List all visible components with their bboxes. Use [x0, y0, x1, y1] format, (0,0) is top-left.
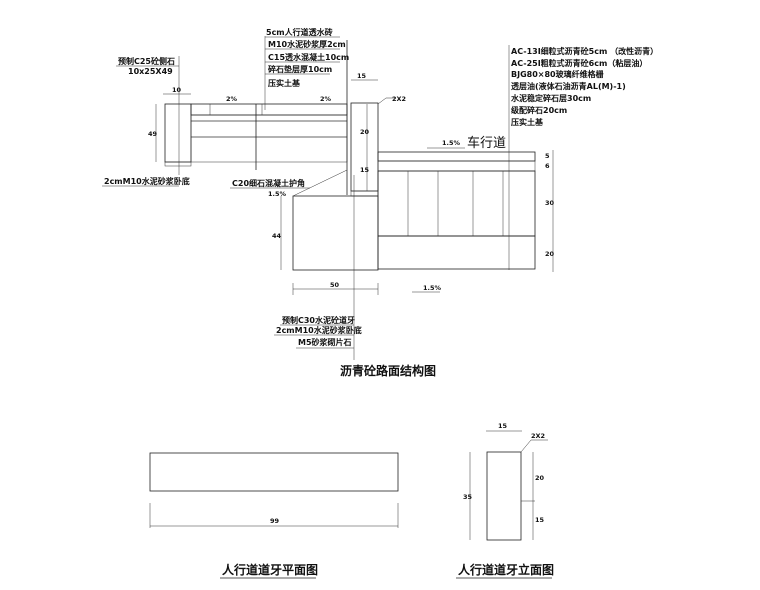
sidewalk-slope-1: 2%	[226, 95, 238, 103]
road-layer-1: AC-13I细粒式沥青砼5cm （改性沥青）	[511, 46, 658, 56]
road-slope-bottom: 1.5%	[423, 284, 442, 292]
protect-corner-label: C20细石混凝土护角	[232, 178, 305, 188]
elev-upper-dim: 20	[535, 474, 545, 482]
elev-height-dim: 35	[463, 493, 473, 501]
road-layer-labels: AC-13I细粒式沥青砼5cm （改性沥青） AC-25I粗粒式沥青砼6cm（粘…	[508, 45, 658, 270]
sidewalk-layer-labels: 5cm人行道透水砖 M10水泥砂浆厚2cm C15透水混凝土10cm 碎石垫层厚…	[264, 27, 349, 110]
protection-block: C20细石混凝土护角 1.5% 44 50	[230, 169, 379, 295]
road-structure: 车行道 1.5% 1.5% 5 6 30 20	[377, 135, 555, 293]
elev-width-dim: 15	[498, 422, 508, 430]
curb-base-layer-3: M5砂浆砌片石	[298, 337, 352, 347]
road-label: 车行道	[467, 135, 506, 151]
base-width-dim: 50	[330, 281, 340, 289]
left-curb-bed-label: 2cmM10水泥砂浆卧底	[104, 176, 190, 186]
road-layer-5: 水泥稳定碎石层30cm	[510, 93, 591, 103]
road-slope-top: 1.5%	[442, 139, 461, 147]
curb-elevation-view: 15 2X2 35 20 15 人行道道牙立面图	[456, 422, 554, 579]
curb-dim-lower: 15	[360, 166, 370, 174]
left-curb-label: 预制C25砼侧石	[118, 56, 175, 66]
road-dim-2: 6	[545, 162, 550, 170]
sidewalk-layer-5: 压实土基	[268, 78, 301, 88]
sidewalk-slope-2: 2%	[320, 95, 332, 103]
curb-base-layer-2: 2cmM10水泥砂浆卧底	[276, 325, 362, 335]
curb-plan-view: 99 人行道道牙平面图	[149, 452, 399, 579]
road-layer-6: 级配碎石20cm	[510, 105, 567, 115]
road-layer-4: 透层油(液体石油沥青AL(M)-1)	[511, 81, 626, 91]
sidewalk-layer-2: M10水泥砂浆厚2cm	[268, 39, 346, 49]
left-curb-size: 10x25X49	[128, 67, 173, 76]
plan-length-dim: 99	[270, 517, 280, 525]
curb-chamfer: 2X2	[392, 95, 406, 103]
left-curb-height-dim: 49	[148, 130, 158, 138]
road-layer-2: AC-25I粗粒式沥青砼6cm（粘层油）	[511, 58, 647, 68]
road-curb: 15 2X2 20 15	[350, 72, 406, 360]
sidewalk-layer-1: 5cm人行道透水砖	[266, 27, 333, 37]
curb-top-dim: 15	[357, 72, 367, 80]
left-curb: 10 49 预制C25砼侧石 10x25X49 2cmM10水泥砂浆卧底	[102, 56, 192, 187]
curb-dim-upper: 20	[360, 128, 370, 136]
elev-lower-dim: 15	[535, 516, 545, 524]
road-dim-1: 5	[545, 152, 550, 160]
curb-base-labels: 预制C30水泥砼道牙 2cmM10水泥砂浆卧底 M5砂浆砌片石	[274, 315, 362, 349]
elev-chamfer: 2X2	[531, 432, 545, 440]
section-title: 沥青砼路面结构图	[340, 363, 436, 378]
protect-height: 44	[272, 232, 282, 240]
road-layer-7: 压实土基	[511, 117, 544, 127]
elevation-title: 人行道道牙立面图	[458, 562, 554, 577]
left-curb-width-dim: 10	[172, 86, 182, 94]
road-layer-3: BJG80×80玻璃纤维格栅	[511, 69, 604, 79]
sidewalk-layer-4: 碎石垫层厚10cm	[268, 64, 332, 74]
plan-title: 人行道道牙平面图	[222, 562, 318, 577]
sidewalk-structure: 2% 2%	[190, 40, 348, 195]
sidewalk-layer-3: C15透水混凝土10cm	[268, 52, 349, 62]
curb-base-layer-1: 预制C30水泥砼道牙	[282, 315, 355, 325]
protect-slope: 1.5%	[268, 190, 287, 198]
road-dim-3: 30	[545, 199, 555, 207]
road-dim-4: 20	[545, 250, 555, 258]
